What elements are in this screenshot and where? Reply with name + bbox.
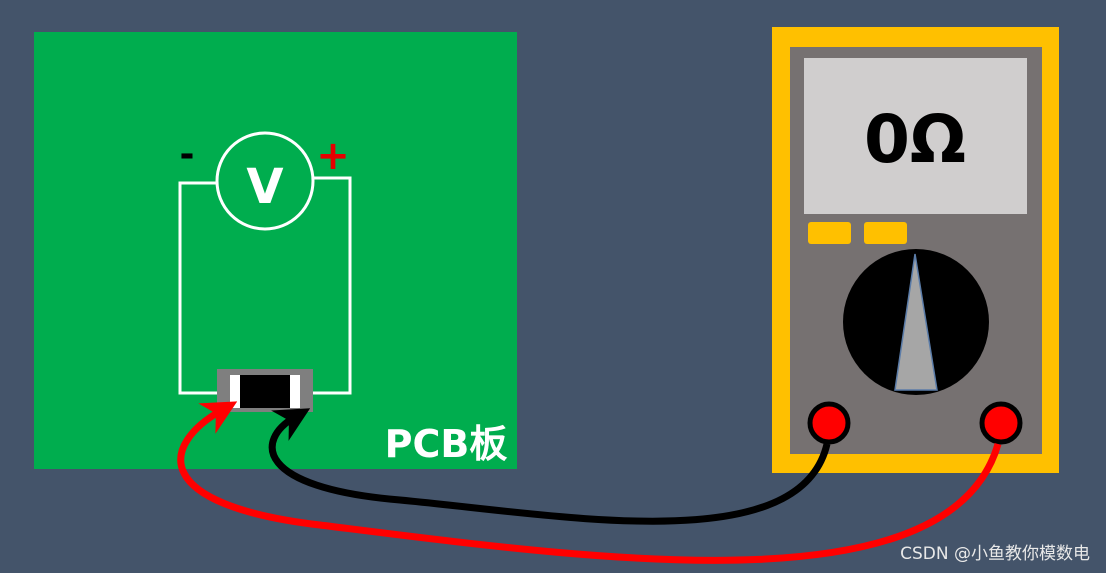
minus-sign: -: [180, 134, 195, 175]
multimeter-reading: 0Ω: [864, 101, 966, 178]
plus-sign: +: [316, 133, 350, 179]
smd-component: [217, 369, 313, 412]
v-ohm-jack[interactable]: [979, 401, 1023, 445]
watermark: CSDN @小鱼教你模数电: [900, 544, 1090, 564]
multimeter: 0Ω: [772, 27, 1059, 473]
selector-dial[interactable]: [843, 249, 989, 395]
multimeter-display: [804, 58, 1027, 214]
voltmeter-symbol: V: [215, 131, 315, 231]
red-probe-lead: [177, 401, 1002, 564]
black-probe-lead: [268, 408, 831, 525]
com-jack[interactable]: [807, 401, 851, 445]
pcb-label: PCB板: [385, 422, 508, 466]
function-button-1[interactable]: [808, 222, 851, 244]
voltmeter-letter: V: [246, 159, 283, 215]
circuit-wire: [178, 176, 352, 395]
function-button-2[interactable]: [864, 222, 907, 244]
